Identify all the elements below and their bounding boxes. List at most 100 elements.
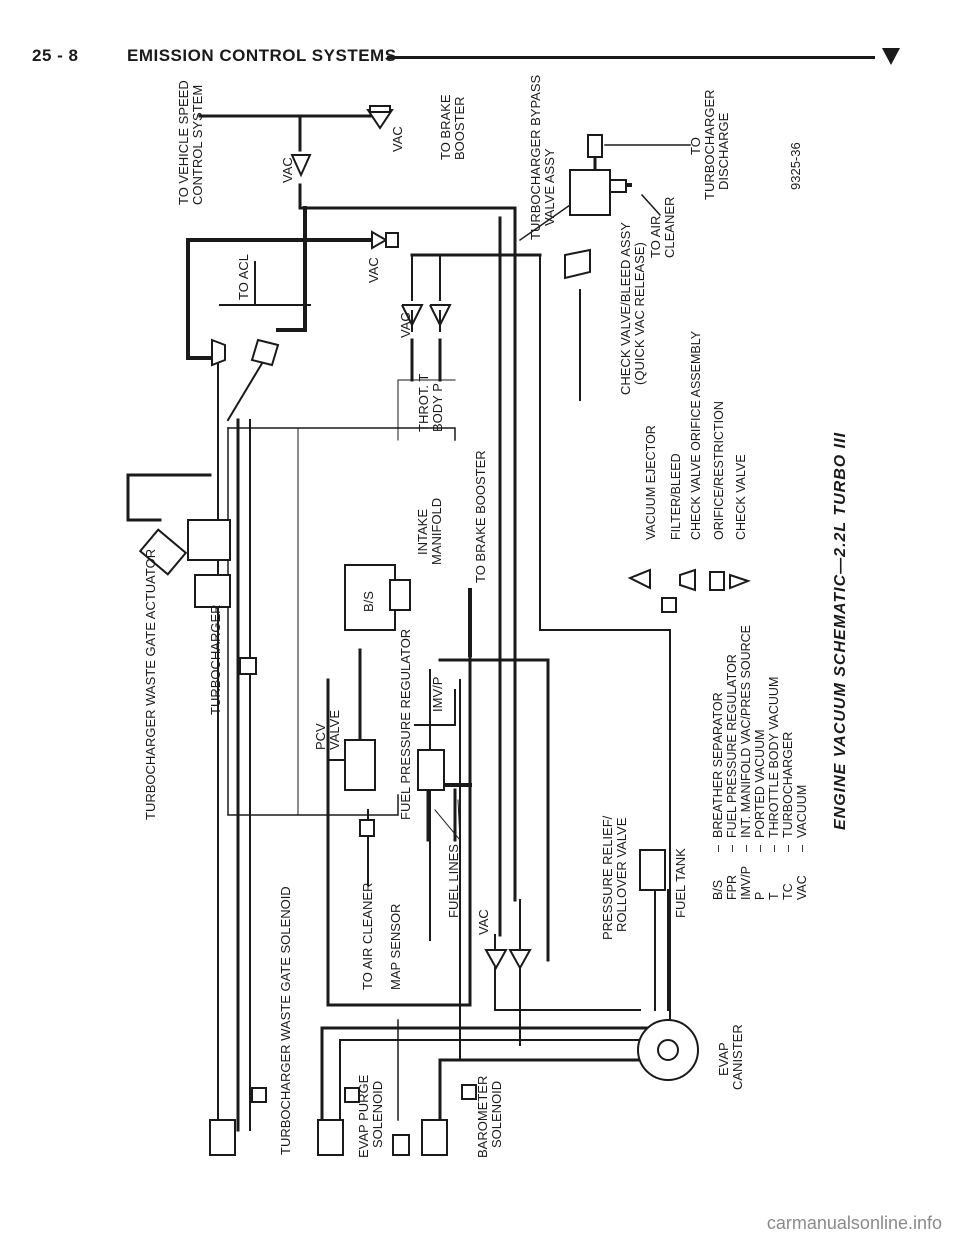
label-turbo-bypass: TURBOCHARGER BYPASS VALVE ASSY bbox=[528, 71, 557, 240]
leader-bypass bbox=[518, 203, 572, 242]
hose-vac-to-canister bbox=[494, 967, 641, 1011]
evap-canister-inner bbox=[657, 1039, 679, 1061]
abbr-row: B/S–BREATHER SEPARATOR bbox=[711, 692, 725, 900]
orifice-air-cleaner bbox=[359, 819, 375, 837]
check-valve-bold bbox=[371, 230, 389, 250]
label-throttle-body: THROT. T BODY P bbox=[416, 370, 445, 432]
key-label-vacuum-ejector: VACUUM EJECTOR bbox=[644, 425, 658, 540]
hose-main-top bbox=[298, 183, 517, 210]
ejector-right bbox=[250, 338, 280, 367]
label-vac-5: VAC bbox=[476, 909, 491, 935]
label-imvp: IMV/P bbox=[430, 677, 445, 712]
abbr-row: P–PORTED VACUUM bbox=[753, 729, 767, 900]
label-fuel-lines: FUEL LINES bbox=[446, 844, 461, 918]
watermark: carmanualsonline.info bbox=[766, 1213, 942, 1233]
label-pressure-relief: PRESSURE RELIEF/ ROLLOVER VALVE bbox=[600, 812, 629, 940]
abbr-row: TC–TURBOCHARGER bbox=[781, 732, 795, 900]
label-fuel-tank: FUEL TANK bbox=[673, 848, 688, 918]
header-rule bbox=[387, 56, 875, 59]
label-to-air-cleaner: TO AIR CLEANER bbox=[360, 883, 375, 990]
label-evap-canister: EVAP CANISTER bbox=[716, 1024, 745, 1090]
label-to-acl: TO ACL bbox=[236, 254, 251, 300]
evap-purge-solenoid-body bbox=[317, 1119, 344, 1156]
evap-purge-filter bbox=[344, 1087, 360, 1103]
abbr-row: VAC–VACUUM bbox=[795, 785, 809, 900]
label-to-brake-booster-top: TO BRAKE BOOSTER bbox=[438, 91, 467, 160]
figure-number: 9325-36 bbox=[788, 142, 803, 190]
label-vac-2: VAC bbox=[280, 157, 295, 183]
breather-separator bbox=[344, 564, 396, 631]
key-label-check-valve-orifice: CHECK VALVE ORIFICE ASSEMBLY bbox=[689, 330, 703, 540]
waste-gate-solenoid-filter bbox=[251, 1087, 267, 1103]
key-vacuum-ejector-icon bbox=[627, 568, 651, 590]
abbreviation-key: B/S–BREATHER SEPARATOR FPR–FUEL PRESSURE… bbox=[711, 625, 809, 900]
label-map-sensor: MAP SENSOR bbox=[388, 904, 403, 990]
key-check-valve-icon bbox=[729, 573, 751, 590]
page-header: 25 - 8 EMISSION CONTROL SYSTEMS bbox=[32, 46, 912, 74]
vacuum-ejector bbox=[211, 338, 226, 367]
figure-caption: ENGINE VACUUM SCHEMATIC—2.2L TURBO III bbox=[832, 432, 849, 830]
key-check-orifice-icon bbox=[679, 568, 696, 592]
abbr-row: T–THROTTLE BODY VACUUM bbox=[767, 677, 781, 900]
check-valve-vac-bottom-2 bbox=[508, 949, 532, 971]
label-waste-gate-solenoid: TURBOCHARGER WASTE GATE SOLENOID bbox=[278, 886, 293, 1155]
vacuum-hoses bbox=[126, 114, 691, 1132]
rollover-valve bbox=[639, 849, 666, 891]
label-vac-4: VAC bbox=[398, 312, 413, 338]
label-to-turbo-discharge: TO TURBOCHARGER DISCHARGE bbox=[688, 86, 731, 200]
pcv-valve bbox=[344, 739, 376, 791]
components bbox=[138, 105, 751, 1156]
hose-to-ejector bbox=[276, 206, 307, 332]
bypass-valve-top bbox=[587, 134, 603, 158]
breather-separator-port bbox=[389, 579, 411, 611]
check-valve-bold-body bbox=[385, 232, 399, 248]
check-valve-vac-bottom-1 bbox=[484, 949, 508, 971]
label-to-air-cleaner-top: TO AIR CLEANER bbox=[648, 197, 677, 258]
abbr-row: FPR–FUEL PRESSURE REGULATOR bbox=[725, 654, 739, 900]
check-valve-bleed bbox=[564, 248, 591, 280]
engine-outline-top bbox=[227, 427, 456, 441]
key-label-orifice: ORIFICE/RESTRICTION bbox=[712, 401, 726, 540]
leader-fuel-lines-1 bbox=[434, 809, 461, 841]
waste-gate-solenoid-body bbox=[209, 1119, 236, 1156]
hose-fpr bbox=[414, 689, 456, 726]
orifice-turbo bbox=[239, 657, 257, 675]
hose-bold-left bbox=[186, 238, 220, 360]
leader-air-cleaner bbox=[640, 193, 662, 217]
key-label-filter-bleed: FILTER/BLEED bbox=[669, 453, 683, 540]
check-valve-orifice-p bbox=[429, 304, 452, 332]
bypass-valve-port bbox=[609, 179, 627, 193]
triangle-marker-icon bbox=[882, 48, 900, 65]
check-valve-vac bbox=[290, 154, 312, 178]
label-turbocharger: TURBOCHARGER bbox=[208, 604, 223, 715]
key-filter-icon bbox=[661, 597, 677, 613]
barometer-filter bbox=[461, 1084, 477, 1100]
check-valve-top-cap bbox=[369, 105, 391, 113]
label-fuel-pressure-regulator: FUEL PRESSURE REGULATOR bbox=[398, 629, 413, 820]
key-orifice-icon bbox=[709, 571, 725, 591]
diagram-labels: TO VEHICLE SPEED CONTROL SYSTEM TO BRAKE… bbox=[143, 71, 849, 1158]
fuel-pressure-regulator bbox=[417, 749, 445, 791]
barometer-solenoid-body bbox=[421, 1119, 448, 1156]
label-to-brake-booster: TO BRAKE BOOSTER bbox=[473, 450, 488, 583]
label-waste-gate-actuator: TURBOCHARGER WASTE GATE ACTUATOR bbox=[143, 549, 158, 820]
abbr-row: IMV/P–INT. MANIFOLD VAC/PRES SOURCE bbox=[739, 625, 753, 900]
engine-outline-left bbox=[227, 427, 399, 816]
label-vac-1: VAC bbox=[390, 126, 405, 152]
hose-evap-loop bbox=[326, 648, 472, 1007]
label-bs: B/S bbox=[361, 591, 376, 612]
hose-check-valve bbox=[539, 254, 671, 1061]
label-vac-3: VAC bbox=[366, 257, 381, 283]
label-barometer: BAROMETER SOLENOID bbox=[475, 1072, 504, 1158]
label-vehicle-speed: TO VEHICLE SPEED CONTROL SYSTEM bbox=[176, 77, 205, 205]
section-title: EMISSION CONTROL SYSTEMS bbox=[127, 46, 397, 65]
waste-gate-actuator bbox=[138, 528, 188, 576]
label-check-valve-bleed: CHECK VALVE/BLEED ASSY (QUICK VAC RELEAS… bbox=[618, 219, 647, 395]
bypass-valve-body bbox=[569, 169, 611, 216]
leader-fuel-lines-2 bbox=[457, 799, 461, 841]
key-label-check-valve: CHECK VALVE bbox=[734, 454, 748, 540]
label-intake-manifold: INTAKE MANIFOLD bbox=[415, 498, 444, 565]
page-number: 25 - 8 bbox=[32, 46, 79, 65]
turbocharger-housing bbox=[187, 519, 231, 561]
